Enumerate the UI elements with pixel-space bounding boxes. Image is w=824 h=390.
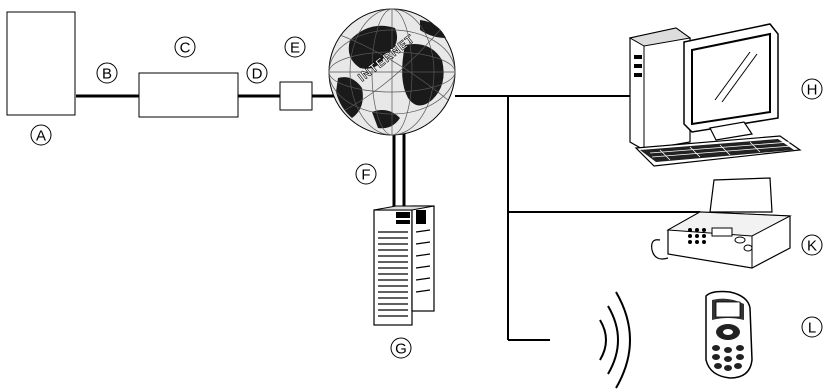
label-l: L (801, 316, 823, 338)
label-b: B (96, 62, 118, 84)
label-e-text: E (290, 40, 300, 57)
label-d-text: D (252, 66, 263, 83)
label-g-text: G (395, 341, 407, 358)
connection-lines (76, 94, 700, 341)
server-tower-icon (373, 205, 435, 326)
wireless-signal-icon (599, 291, 631, 389)
device-a-box (6, 11, 76, 116)
label-g: G (390, 337, 412, 359)
label-k-text: K (807, 238, 817, 255)
label-c-text: C (180, 40, 191, 57)
device-e-box (279, 81, 313, 111)
label-f: F (355, 163, 377, 185)
label-e: E (284, 36, 306, 58)
label-k: K (801, 234, 823, 256)
internet-globe-icon: INTERNET (328, 8, 456, 136)
device-c-box (138, 72, 239, 118)
fax-machine-icon (651, 177, 792, 269)
label-a-text: A (36, 128, 46, 145)
label-h-text: H (807, 82, 818, 99)
mobile-phone-icon (705, 290, 753, 379)
label-c: C (174, 36, 196, 58)
label-d: D (246, 62, 268, 84)
label-l-text: L (808, 320, 816, 337)
label-b-text: B (102, 66, 112, 83)
label-a: A (30, 124, 52, 146)
label-f-text: F (361, 167, 370, 184)
desktop-computer-icon (628, 23, 802, 167)
label-h: H (801, 78, 823, 100)
